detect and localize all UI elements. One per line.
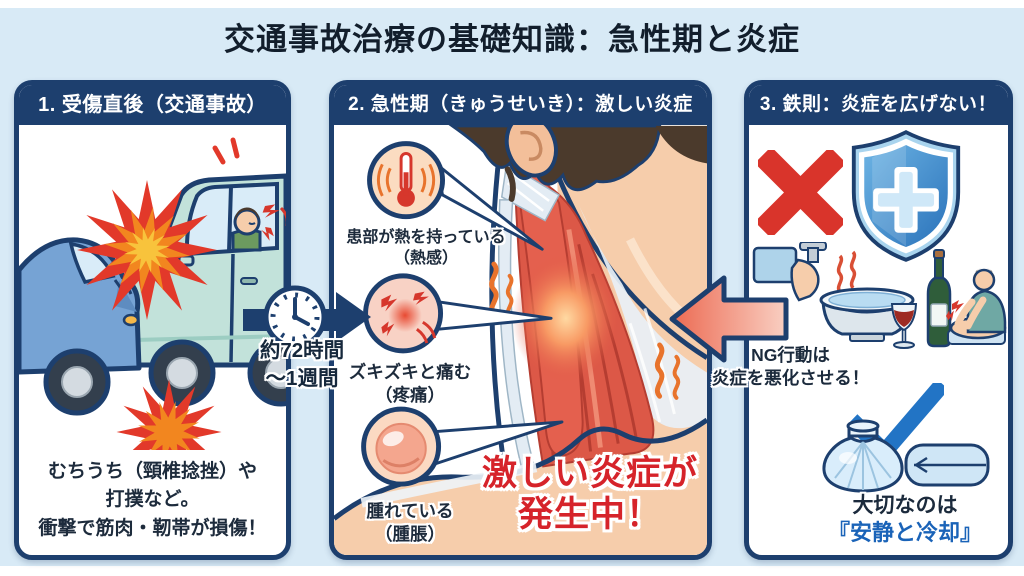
symptom-label-swelling: 腫れている （腫脹） <box>334 500 495 546</box>
ng-line-2: 炎症を悪化させる！ <box>711 367 870 388</box>
rest-cooling-text: 大切なのは 『安静と冷却』 <box>795 492 1008 548</box>
symptom-label-pain: ズキズキと痛む （疼痛） <box>334 361 495 407</box>
clock-icon <box>263 285 327 349</box>
symptom-heat-line-1: 患部が熱を持っている <box>346 229 506 246</box>
page-title: 交通事故治療の基礎知識：急性期と炎症 <box>224 22 800 57</box>
neck-inflammation-illustration <box>334 125 707 555</box>
ok-line-2: 『安静と冷却』 <box>827 520 982 546</box>
alert-line-1: 激しい炎症が <box>481 454 698 493</box>
pain-spark-icon <box>261 204 286 241</box>
throbbing-pain-icon <box>363 273 444 354</box>
injury-caption: むちうち（頸椎捻挫）や 打撲など。 衝撃で筋肉・靭帯が損傷！ <box>19 458 286 544</box>
cross-x-icon <box>758 150 843 235</box>
ear <box>504 125 558 178</box>
bath-icon <box>752 242 915 342</box>
panel-rule-header: 3. 鉄則：炎症を広げない！ <box>749 85 1008 125</box>
medical-shield-icon <box>851 130 961 262</box>
symptom-pain-line-1: ズキズキと痛む <box>348 362 472 382</box>
panel-injury-header: 1. 受傷直後（交通事故） <box>19 85 286 125</box>
impact-starburst-icon <box>77 137 240 450</box>
thermometer-heat-icon <box>367 141 446 220</box>
swelling-icon <box>361 406 442 487</box>
time-arrow-connector <box>243 285 371 349</box>
ok-line-1: 大切なのは <box>852 494 958 517</box>
inflammation-alert-text: 激しい炎症が 発生中！ <box>480 453 700 536</box>
alert-line-2: 発生中！ <box>517 495 662 535</box>
ng-actions-illustration <box>752 242 1007 349</box>
symptom-pain-line-2: （疼痛） <box>375 385 445 406</box>
inflammation-glow <box>511 253 621 384</box>
towel-icon <box>904 443 990 487</box>
time-line-2: 〜1週間 <box>265 366 339 390</box>
time-line-1: 約72時間 <box>259 339 345 362</box>
big-left-arrow-icon <box>669 275 789 363</box>
symptom-label-heat: 患部が熱を持っている （熱感） <box>341 227 511 269</box>
panel-rule: 3. 鉄則：炎症を広げない！ <box>744 80 1013 560</box>
panel-acute-phase-header: 2. 急性期（きゅうせいき）：激しい炎症 <box>334 85 707 125</box>
symptom-swelling-line-2: （腫脹） <box>375 524 445 545</box>
ice-pack-icon <box>822 419 904 493</box>
time-label: 約72時間 〜1週間 <box>232 337 372 392</box>
panel-acute-phase: 2. 急性期（きゅうせいき）：激しい炎症 <box>329 80 712 560</box>
symptom-heat-line-2: （熱感） <box>393 250 458 268</box>
injury-caption-line-1: むちうち（頸椎捻挫）や <box>47 460 257 482</box>
symptom-swelling-line-1: 腫れている <box>366 501 454 521</box>
injury-caption-line-2: 打撲など。 <box>105 489 200 510</box>
injury-caption-line-3: 衝撃で筋肉・靭帯が損傷！ <box>38 517 267 539</box>
driver-figure <box>231 207 262 252</box>
ng-warning-text: NG行動は 炎症を悪化させる！ <box>693 344 888 390</box>
massage-icon <box>946 268 1007 345</box>
ng-line-1: NG行動は <box>751 345 830 365</box>
alcohol-icon <box>890 249 952 349</box>
